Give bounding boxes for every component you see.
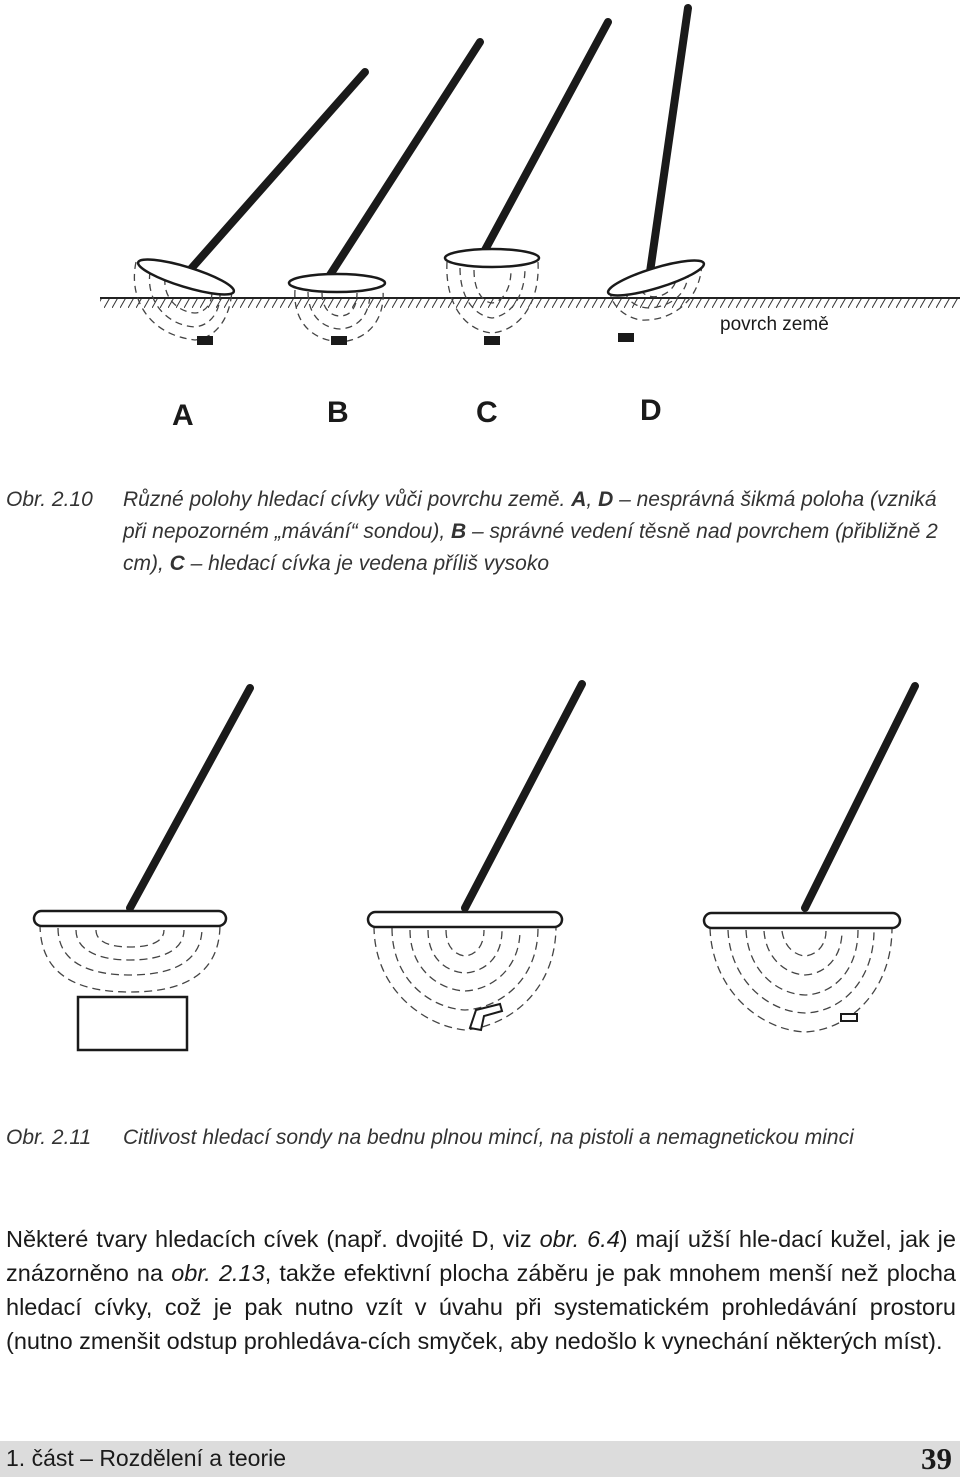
detector-box [32,684,254,1052]
detector-pistol [366,680,586,1032]
detector-a [133,68,369,345]
figure-caption-2-11: Obr. 2.11 Citlivost hledací sondy na bedn… [6,1122,956,1154]
figure-caption-2-10: Obr. 2.10 Různé polohy hledací cívky vůči… [6,484,956,580]
coin-box [76,995,189,1052]
page-footer: 1. část – Rozdělení a teorie 39 [0,1441,960,1477]
caption-number: Obr. 2.10 [6,488,93,511]
figure-reference: obr. 2.13 [171,1260,265,1286]
caption-text: Různé polohy hledací cívky vůči povrchu … [123,488,938,575]
detector-c [443,18,612,345]
body-paragraph: Některé tvary hledacích cívek (např. dvo… [6,1226,956,1354]
label-b: B [327,396,349,429]
label-d: D [640,394,662,427]
buried-object [618,333,634,342]
chapter-title: 1. část – Rozdělení a teorie [6,1445,286,1471]
detector-b [287,38,484,345]
detector-coin [702,682,919,1033]
buried-object [331,336,347,345]
figure-reference: obr. 6.4 [539,1226,620,1252]
ground-surface [100,297,960,308]
coin [840,1013,858,1022]
buried-object [484,336,500,345]
figure-sensitivity [32,680,919,1052]
label-a: A [172,399,194,432]
buried-object [197,336,213,345]
caption-number: Obr. 2.11 [6,1126,92,1149]
caption-text: Citlivost hledací sondy na bednu plnou m… [123,1126,854,1149]
ground-label: povrch země [720,314,829,335]
detector-d [606,4,706,342]
pistol [468,1002,504,1032]
page-number: 39 [921,1441,952,1476]
figure-coil-positions: povrch země A B C D [100,4,960,432]
label-c: C [476,396,498,429]
